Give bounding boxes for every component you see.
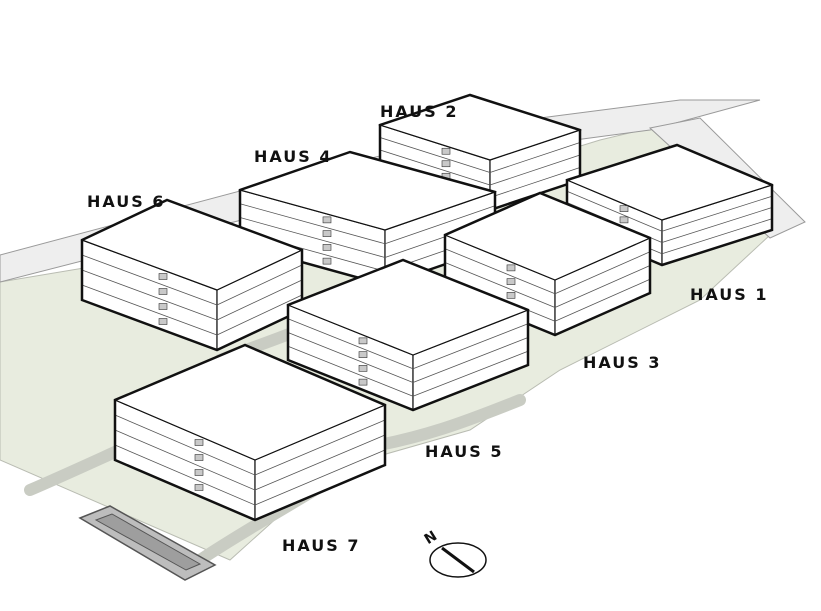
window xyxy=(506,278,516,285)
garage-ramp-inner xyxy=(94,513,202,571)
window xyxy=(194,469,204,476)
floor-line xyxy=(661,207,773,243)
building-outline xyxy=(286,258,530,412)
building-haus7[interactable] xyxy=(113,343,387,522)
label-haus-7[interactable]: HAUS 7 xyxy=(282,536,361,555)
building-outline xyxy=(113,343,387,522)
floor-line xyxy=(379,149,491,186)
building-haus1[interactable] xyxy=(565,143,774,267)
window xyxy=(322,257,332,265)
floor-line xyxy=(554,278,651,322)
floor-line xyxy=(444,248,556,295)
floor-line xyxy=(114,414,256,476)
window xyxy=(158,288,168,295)
window xyxy=(619,216,629,224)
window xyxy=(358,351,368,358)
floor-line xyxy=(412,323,529,370)
floor-line xyxy=(239,203,386,245)
floor-line xyxy=(489,142,581,173)
floor-line xyxy=(554,265,651,308)
floor-line xyxy=(489,154,581,186)
window xyxy=(506,292,516,299)
window xyxy=(358,337,368,345)
floor-line xyxy=(566,190,663,232)
window xyxy=(322,244,332,251)
building-haus6[interactable] xyxy=(80,198,304,352)
floor-line xyxy=(661,218,773,255)
label-haus-1[interactable]: HAUS 1 xyxy=(690,285,769,304)
building-haus5[interactable] xyxy=(286,258,530,412)
floor-line xyxy=(114,444,256,506)
floor-line xyxy=(287,332,414,383)
window xyxy=(441,160,451,168)
floor-line xyxy=(489,167,581,198)
window xyxy=(194,454,204,461)
building-haus4[interactable] xyxy=(237,150,498,287)
floor-line xyxy=(254,419,386,476)
floor-line xyxy=(384,205,496,245)
floor-line xyxy=(216,294,303,336)
floor-line xyxy=(287,318,414,370)
floor-line xyxy=(379,137,491,173)
window xyxy=(158,303,168,310)
window xyxy=(158,273,168,280)
floor-line xyxy=(239,217,386,258)
floor-line xyxy=(661,195,773,232)
floor-line xyxy=(554,251,651,295)
floor-line xyxy=(81,284,218,336)
floor-line xyxy=(114,429,256,491)
window xyxy=(194,439,204,446)
label-haus-2[interactable]: HAUS 2 xyxy=(380,102,459,121)
window xyxy=(441,147,451,155)
floor-line xyxy=(412,350,529,397)
building-outline xyxy=(443,191,652,337)
window xyxy=(158,318,168,325)
floor-line xyxy=(444,262,556,308)
label-haus-3[interactable]: HAUS 3 xyxy=(583,353,662,372)
floor-line xyxy=(412,337,529,383)
label-haus-4[interactable]: HAUS 4 xyxy=(254,147,333,166)
north-arrow-icon xyxy=(429,542,487,578)
floor-line xyxy=(287,345,414,397)
label-haus-5[interactable]: HAUS 5 xyxy=(425,442,504,461)
floor-line xyxy=(81,269,218,321)
window xyxy=(322,216,332,224)
floor-line xyxy=(254,434,386,491)
floor-line xyxy=(216,264,303,306)
window xyxy=(194,484,204,491)
floor-line xyxy=(216,279,303,321)
floor-line xyxy=(254,449,386,506)
floor-line xyxy=(81,254,218,306)
building-outline xyxy=(565,143,774,267)
window xyxy=(358,378,368,386)
window xyxy=(506,264,516,272)
window xyxy=(322,230,332,237)
buildings-layer xyxy=(80,93,774,522)
label-haus-6[interactable]: HAUS 6 xyxy=(87,192,166,211)
window xyxy=(358,365,368,372)
building-outline xyxy=(80,198,304,352)
window xyxy=(619,205,629,212)
